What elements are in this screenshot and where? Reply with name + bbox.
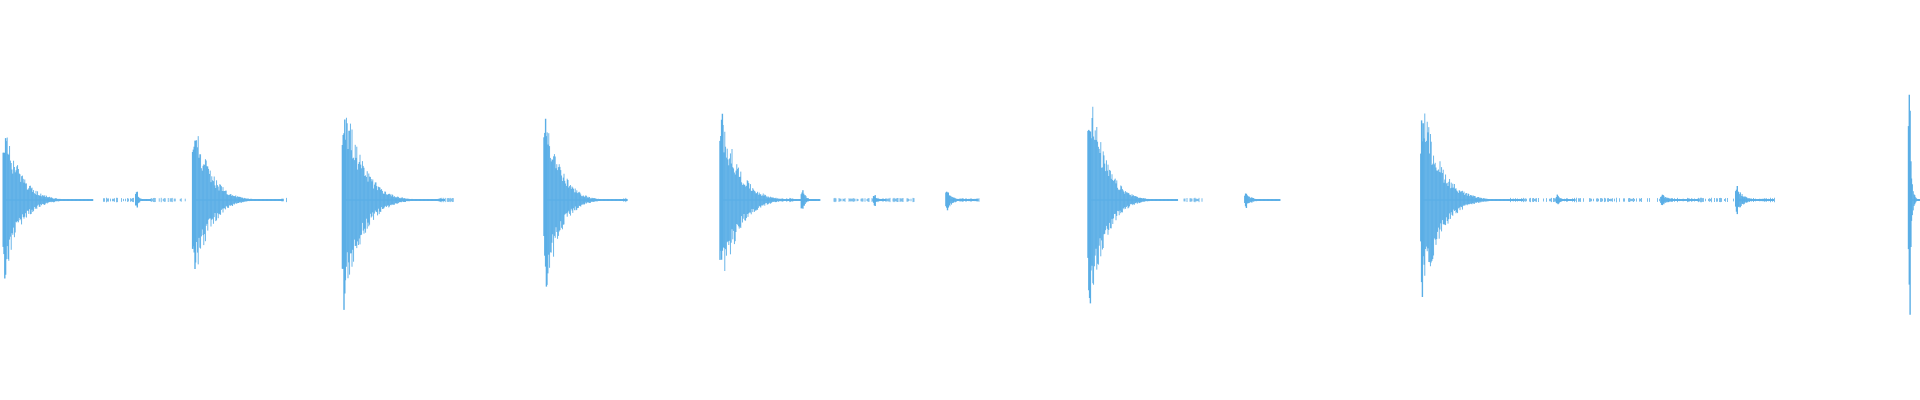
transient-hit: [945, 191, 978, 211]
transient-hit: [1660, 194, 1700, 206]
transient-hit: [872, 195, 887, 206]
transient-hit: [191, 136, 283, 269]
waveform-trace: [2, 94, 1920, 315]
transient-hit: [800, 190, 821, 209]
transient-hit: [341, 117, 446, 310]
transient-hit: [543, 118, 628, 287]
transient-hit: [1420, 113, 1524, 297]
transient-hit: [1907, 94, 1920, 315]
transient-hit: [2, 137, 94, 279]
transient-hit: [1244, 193, 1281, 208]
transient-hit: [1555, 194, 1576, 205]
transient-hit: [1734, 186, 1775, 215]
transient-hit: [719, 113, 817, 271]
transient-hit: [1087, 106, 1179, 304]
transient-hit: [134, 191, 152, 208]
